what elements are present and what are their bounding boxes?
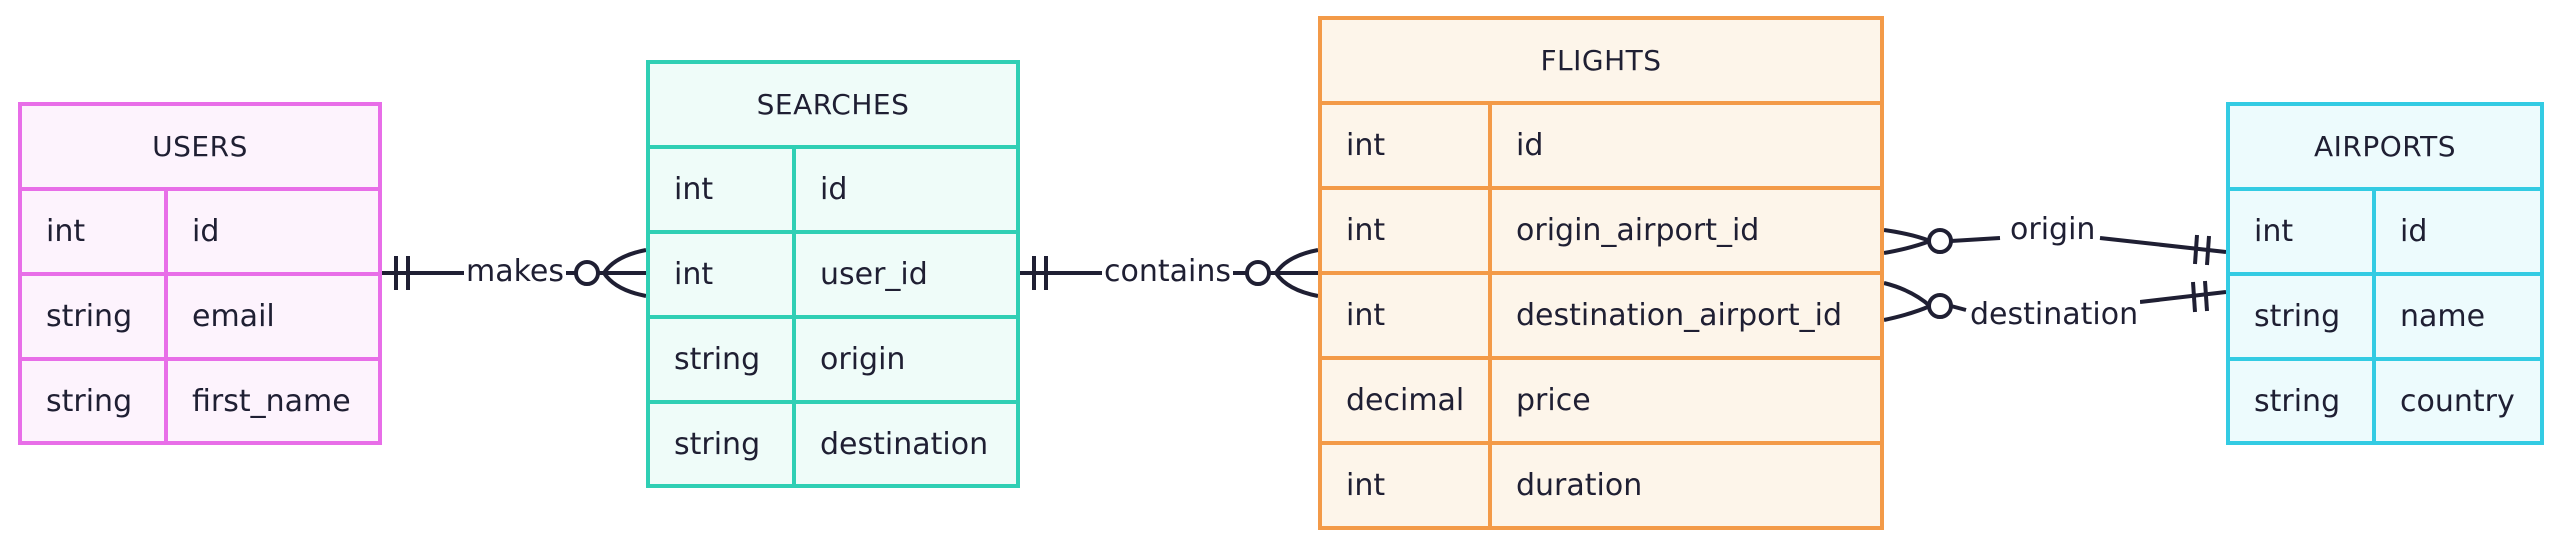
attribute-type: string — [2230, 361, 2376, 442]
contains-crowfoot — [1273, 248, 1319, 298]
attribute-type: int — [2230, 191, 2376, 272]
attribute-name: email — [192, 299, 275, 334]
attribute-type: string — [650, 319, 796, 400]
attribute-type: string — [650, 404, 796, 485]
attribute-row: int id — [650, 149, 1016, 234]
attribute-name: destination — [820, 427, 989, 462]
origin-one-bar-1 — [2193, 234, 2199, 265]
entity-users[interactable]: USERS int id string email string first_n… — [18, 102, 382, 445]
destination-line-a — [1950, 304, 1967, 312]
attribute-row: string name — [2230, 276, 2540, 361]
attribute-name: destination_airport_id — [1516, 298, 1843, 333]
origin-zero-circle — [1927, 228, 1953, 254]
entity-title: FLIGHTS — [1322, 20, 1880, 105]
attribute-name: duration — [1516, 468, 1643, 503]
destination-zero-circle — [1927, 293, 1953, 319]
attribute-row: string destination — [650, 404, 1016, 485]
attribute-name: price — [1516, 383, 1591, 418]
entity-flights[interactable]: FLIGHTS int id int origin_airport_id int… — [1318, 16, 1884, 530]
entity-title: AIRPORTS — [2230, 106, 2540, 191]
attribute-row: int id — [2230, 191, 2540, 276]
attribute-type: string — [22, 361, 168, 442]
attribute-type: int — [650, 234, 796, 315]
origin-line-a — [1950, 236, 2001, 243]
destination-line-b — [2139, 290, 2227, 304]
makes-crowfoot — [601, 248, 647, 298]
origin-crowfoot — [1883, 228, 1936, 255]
attribute-name: first_name — [192, 384, 351, 419]
relationship-label-destination: destination — [1968, 297, 2141, 333]
attribute-row: string first_name — [22, 361, 378, 442]
attribute-row: int id — [1322, 105, 1880, 190]
attribute-type: int — [22, 191, 168, 272]
destination-one-bar-2 — [2203, 280, 2209, 312]
contains-zero-circle — [1245, 260, 1271, 286]
attribute-row: int destination_airport_id — [1322, 275, 1880, 360]
attribute-name: origin_airport_id — [1516, 213, 1760, 248]
attribute-name: origin — [820, 342, 906, 377]
attribute-type: string — [22, 276, 168, 357]
origin-one-bar-2 — [2205, 235, 2211, 266]
attribute-name: id — [820, 172, 848, 207]
entity-title: USERS — [22, 106, 378, 191]
attribute-name: id — [1516, 128, 1544, 163]
attribute-row: string origin — [650, 319, 1016, 404]
makes-zero-circle — [574, 260, 600, 286]
attribute-name: name — [2400, 299, 2486, 334]
relationship-label-origin: origin — [2008, 212, 2098, 248]
entity-title: SEARCHES — [650, 64, 1016, 149]
attribute-type: string — [2230, 276, 2376, 357]
attribute-row: int id — [22, 191, 378, 276]
attribute-name: id — [2400, 214, 2428, 249]
attribute-name: user_id — [820, 257, 928, 292]
entity-airports[interactable]: AIRPORTS int id string name string count… — [2226, 102, 2544, 445]
attribute-row: string email — [22, 276, 378, 361]
origin-line-b — [2099, 236, 2227, 254]
attribute-type: decimal — [1322, 360, 1492, 441]
attribute-type: int — [650, 149, 796, 230]
relationship-label-contains: contains — [1102, 254, 1233, 290]
destination-crowfoot — [1883, 281, 1934, 322]
attribute-row: int duration — [1322, 445, 1880, 526]
attribute-row: int origin_airport_id — [1322, 190, 1880, 275]
relationship-label-makes: makes — [464, 254, 566, 290]
attribute-type: int — [1322, 445, 1492, 526]
attribute-row: decimal price — [1322, 360, 1880, 445]
attribute-row: string country — [2230, 361, 2540, 442]
entity-searches[interactable]: SEARCHES int id int user_id string origi… — [646, 60, 1020, 488]
attribute-name: id — [192, 214, 220, 249]
attribute-type: int — [1322, 190, 1492, 271]
destination-one-bar-1 — [2191, 281, 2197, 313]
attribute-row: int user_id — [650, 234, 1016, 319]
attribute-name: country — [2400, 384, 2515, 419]
attribute-type: int — [1322, 105, 1492, 186]
attribute-type: int — [1322, 275, 1492, 356]
